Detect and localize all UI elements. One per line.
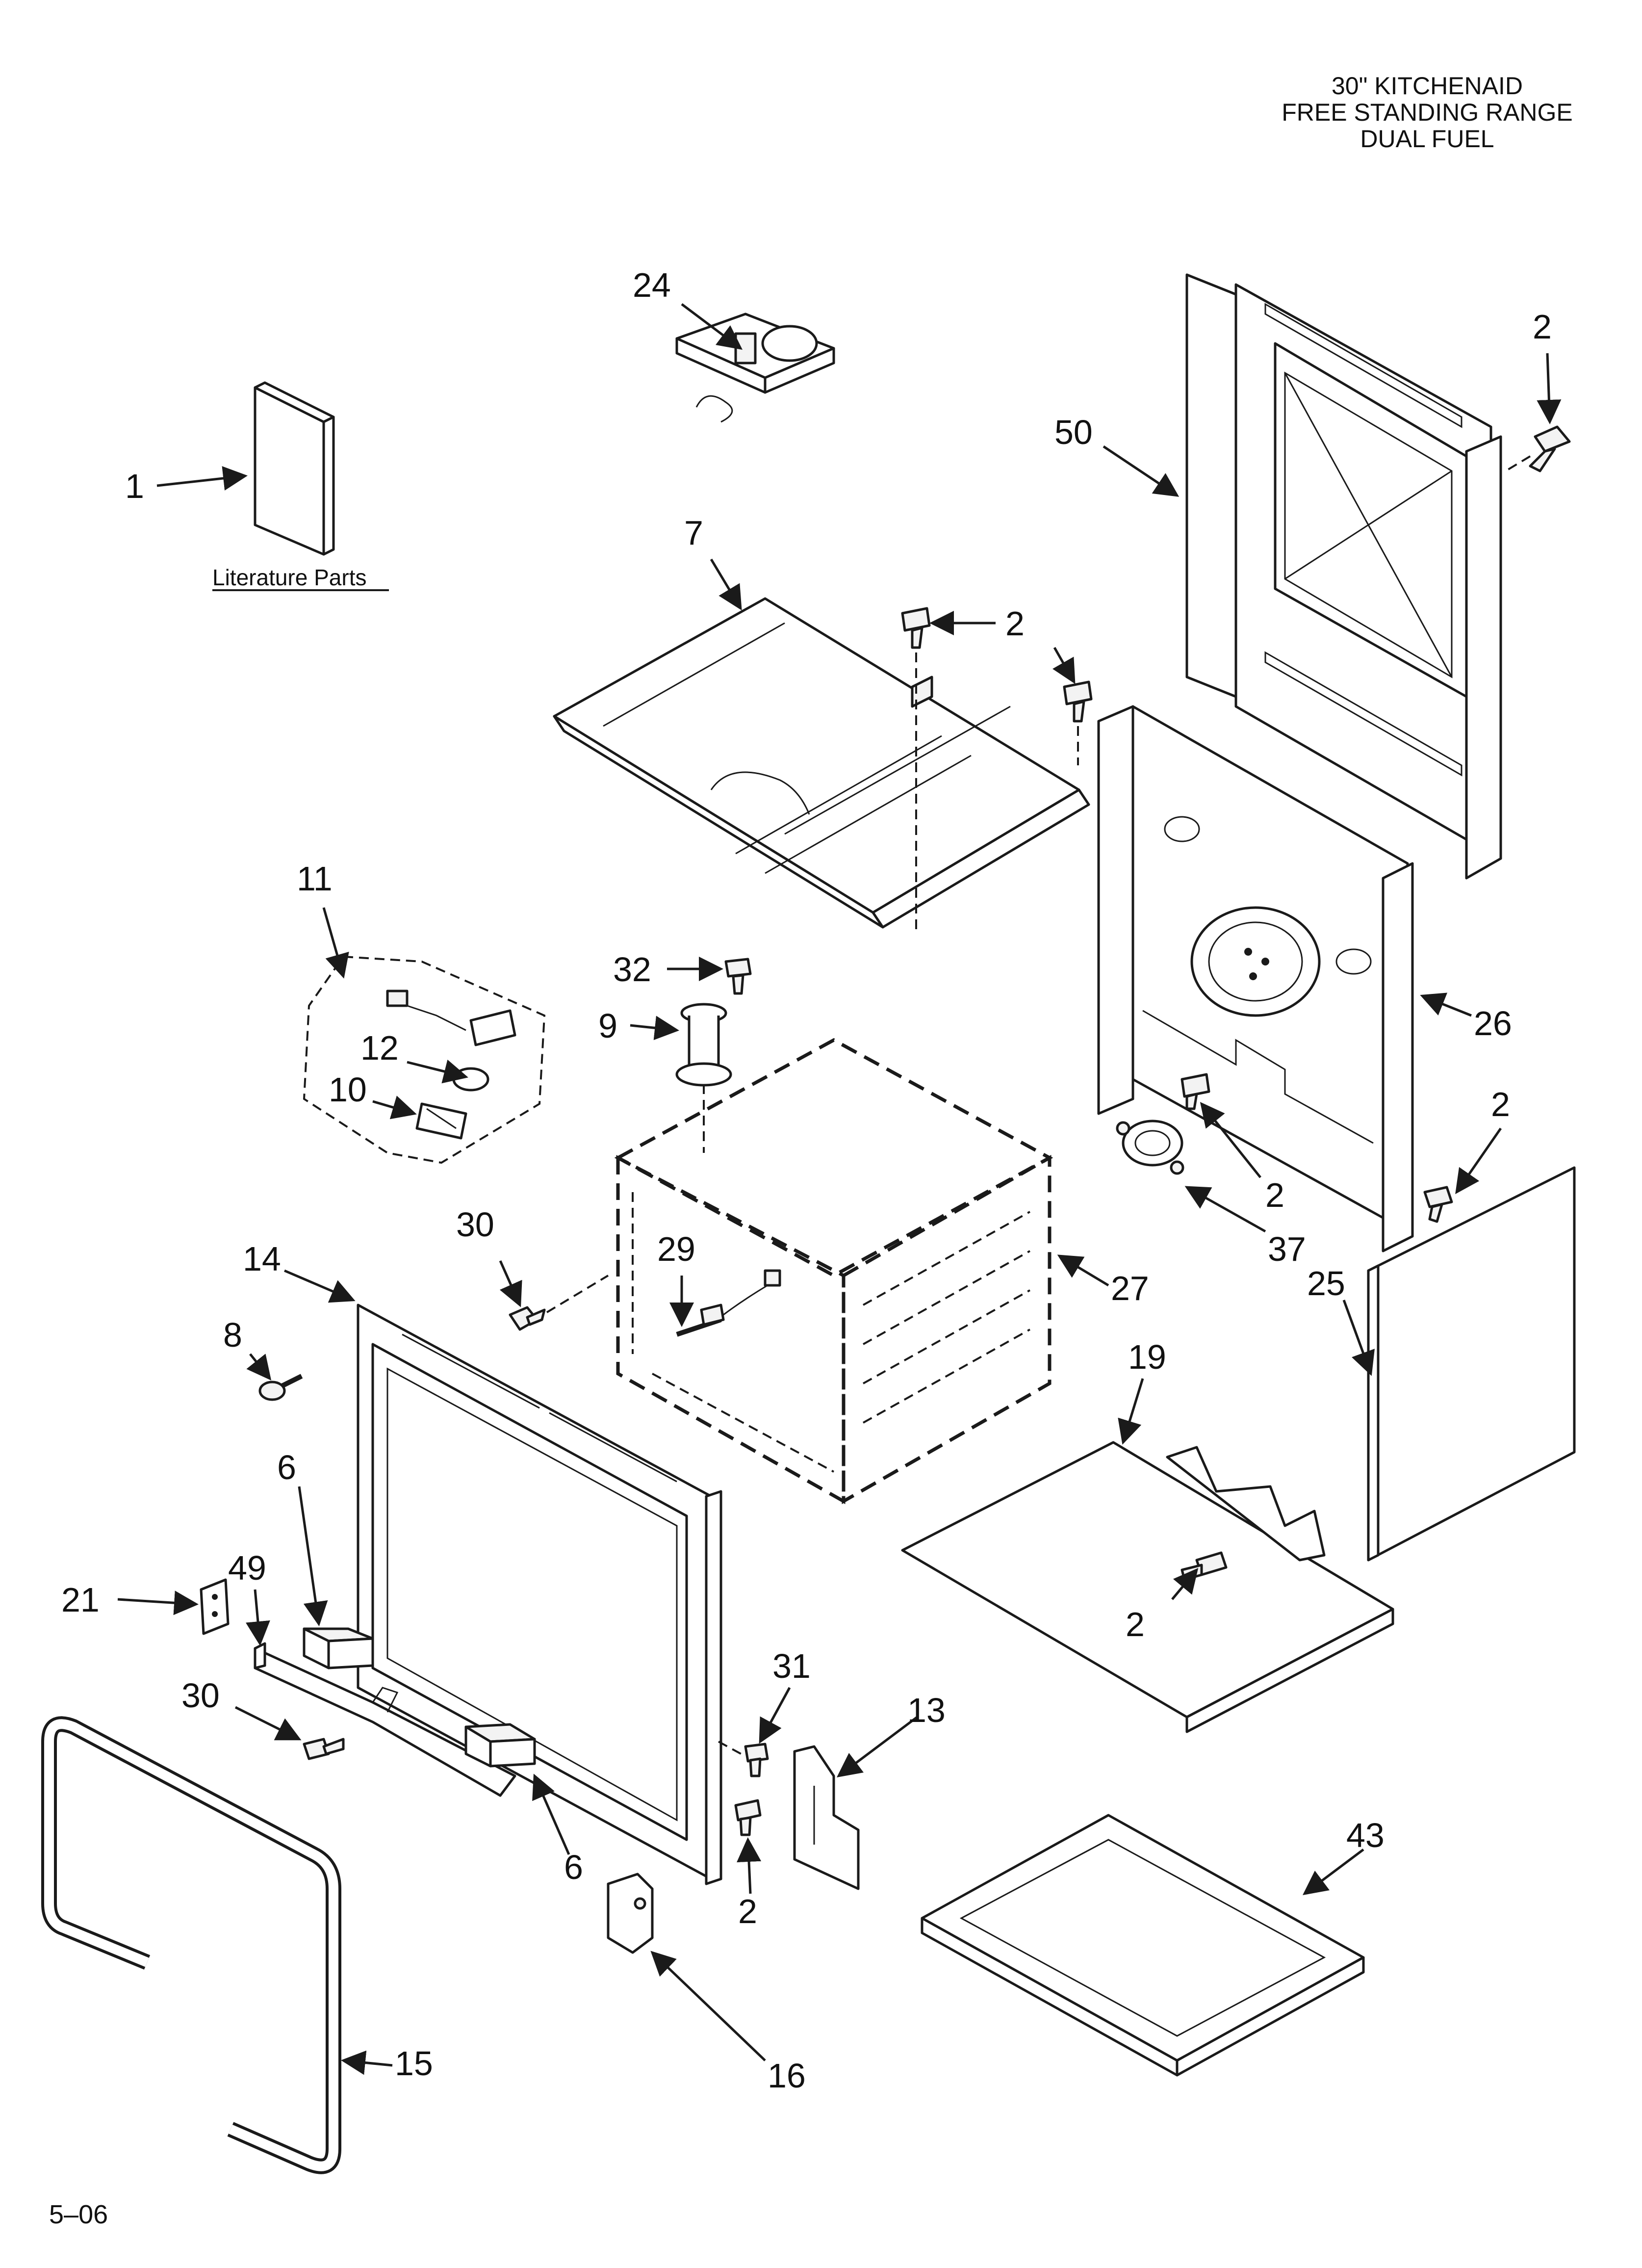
screw-top-right-path [1505, 455, 1531, 472]
rear-oven-panel [1097, 705, 1414, 1252]
callout-9: 9 [598, 1007, 617, 1045]
screw-hinge-lower [734, 1799, 762, 1836]
revision-code: 5–06 [49, 2200, 108, 2229]
callout-7: 7 [684, 514, 703, 552]
callout-8: 8 [223, 1316, 242, 1354]
callout-2-bottom: 2 [738, 1892, 757, 1930]
callout-27: 27 [1111, 1269, 1149, 1307]
bracket-part-49 [254, 1642, 516, 1797]
screw-right-mid [1423, 1186, 1453, 1223]
screw-hinge-upper [744, 1743, 769, 1777]
title-line-3: DUAL FUEL [1360, 125, 1494, 153]
callout-43: 43 [1346, 1816, 1385, 1854]
callout-25: 25 [1307, 1264, 1345, 1303]
diagram-title: 30" KITCHENAID FREE STANDING RANGE DUAL … [1236, 73, 1618, 152]
callout-31: 31 [772, 1647, 811, 1685]
callout-32: 32 [613, 950, 651, 989]
callout-21: 21 [61, 1581, 100, 1619]
leader-lines [117, 303, 1562, 2075]
callout-11: 11 [297, 860, 333, 898]
small-bracket-part [607, 1873, 654, 1954]
callout-37: 37 [1268, 1230, 1306, 1268]
fan-element-part [1116, 1120, 1184, 1175]
hinge-bracket-part [793, 1745, 860, 1890]
callout-12: 12 [360, 1029, 399, 1067]
callout-6-low: 6 [564, 1848, 583, 1886]
screw-top-right [1529, 425, 1571, 472]
screw-heater [1180, 1073, 1210, 1110]
vent-tube-part [675, 1003, 732, 1087]
callout-50: 50 [1054, 413, 1093, 451]
callout-26: 26 [1474, 1004, 1512, 1043]
frame-screw-path [718, 1741, 746, 1757]
motor-module-part [675, 313, 835, 423]
rear-panel-upper [1185, 273, 1502, 880]
callout-13: 13 [907, 1691, 946, 1729]
callout-1: 1 [125, 467, 144, 505]
literature-parts-label: Literature Parts [212, 565, 366, 590]
callout-30-mid: 30 [456, 1205, 494, 1244]
callout-19: 19 [1128, 1338, 1166, 1376]
spacer-block-low [464, 1723, 536, 1768]
callout-2-drawer: 2 [1126, 1605, 1145, 1643]
callout-24: 24 [633, 266, 671, 304]
callout-6-top: 6 [277, 1448, 296, 1486]
bottom-shield-part [901, 1441, 1394, 1733]
plug-part [258, 1374, 303, 1401]
front-frame-part [357, 1303, 722, 1885]
callout-10: 10 [329, 1070, 367, 1109]
screw-frame-b [1063, 680, 1093, 723]
callout-49: 49 [228, 1549, 266, 1587]
screw-vent [724, 958, 752, 995]
screw-bracket [303, 1738, 345, 1760]
screw-cavity [509, 1306, 546, 1331]
lamp-assembly-group [303, 955, 546, 1164]
clip-part-21 [200, 1578, 230, 1635]
screw-cavity-path [546, 1275, 609, 1313]
callout-2-heater: 2 [1265, 1176, 1284, 1214]
callout-15: 15 [395, 2044, 433, 2083]
oven-cavity-part [614, 1038, 1053, 1505]
callout-29: 29 [657, 1230, 695, 1268]
spacer-block-top [303, 1627, 374, 1669]
door-gasket-part [41, 1716, 341, 2174]
literature-booklet [254, 381, 335, 556]
callout-14: 14 [243, 1240, 281, 1278]
top-frame-part [553, 597, 1090, 929]
bottom-tray-part [921, 1814, 1365, 2077]
callout-2-top-right: 2 [1533, 308, 1552, 346]
screw-frame-a [901, 607, 931, 649]
callout-30-low: 30 [181, 1676, 220, 1715]
title-line-2: FREE STANDING RANGE [1282, 99, 1573, 126]
temp-sensor-part [676, 1269, 781, 1337]
callout-2-right-mid: 2 [1491, 1085, 1510, 1123]
side-panel-part [1367, 1166, 1576, 1562]
callout-16: 16 [768, 2057, 806, 2095]
title-line-1: 30" KITCHENAID [1331, 72, 1523, 100]
callout-2-top-center: 2 [1005, 604, 1025, 643]
